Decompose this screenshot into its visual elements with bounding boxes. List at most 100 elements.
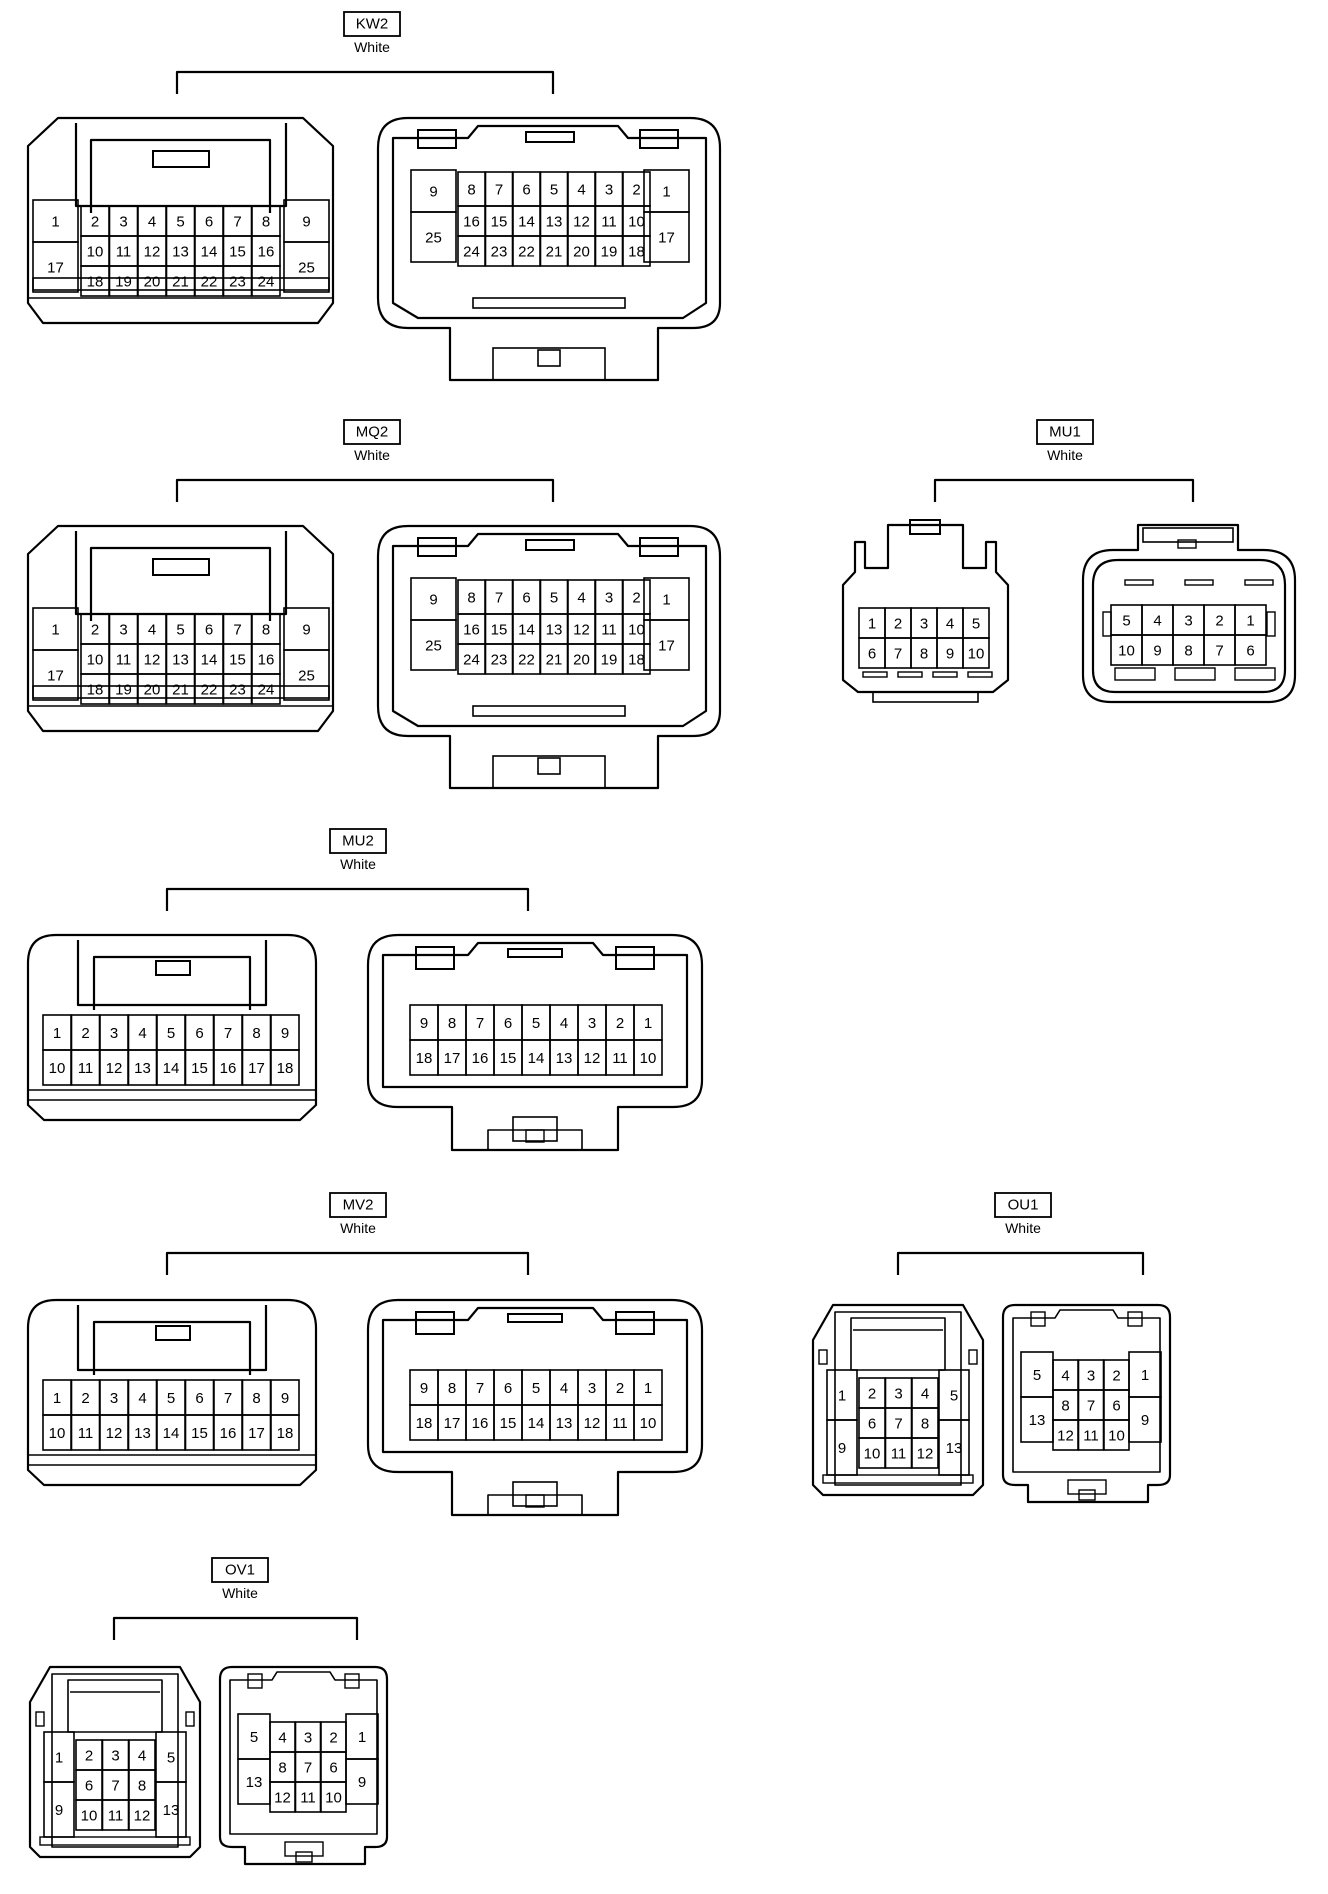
pin-number: 8 (448, 1380, 456, 1397)
connector-id-label: MU1 (1036, 419, 1094, 445)
pin-number: 4 (577, 590, 585, 607)
pin-number: 9 (358, 1774, 366, 1791)
pin-cell: 8 (457, 171, 486, 207)
pin-cell: 5 (1020, 1351, 1054, 1398)
pin-number: 8 (1184, 643, 1192, 660)
pin-cell: 23 (484, 235, 514, 267)
pin-number: 9 (420, 1015, 428, 1032)
pin-number: 5 (950, 1388, 958, 1405)
pin-number: 21 (172, 682, 189, 699)
connector-id-label: KW2 (343, 11, 401, 37)
pin-number: 4 (560, 1380, 568, 1397)
pin-number: 18 (277, 1060, 294, 1077)
pin-number: 25 (298, 260, 315, 277)
pin-number: 1 (662, 592, 670, 609)
pin-number: 6 (329, 1760, 337, 1777)
pin-number: 16 (258, 244, 275, 261)
pin-number: 8 (262, 214, 270, 231)
female-connector-view: 9251178162471523614225132141220311192101… (376, 116, 722, 382)
pin-number: 21 (546, 244, 563, 261)
female-connector-view: 9251178162471523614225132141220311192101… (376, 524, 722, 790)
pin-number: 5 (532, 1380, 540, 1397)
pin-cell: 10 (633, 1404, 663, 1441)
pin-number: 2 (1215, 613, 1223, 630)
pin-cell: 7 (294, 1751, 322, 1783)
pin-number: 12 (573, 214, 590, 231)
pin-number: 20 (144, 682, 161, 699)
pin-number: 20 (144, 274, 161, 291)
pin-cell: 15 (484, 205, 514, 237)
pin-number: 15 (491, 622, 508, 639)
pin-number: 9 (281, 1390, 289, 1407)
pin-cell: 10 (962, 637, 990, 669)
pin-number: 17 (47, 260, 64, 277)
pin-cell: 9 (1141, 634, 1174, 666)
pin-number: 6 (868, 646, 876, 663)
pin-cell: 5 (237, 1713, 271, 1760)
pin-cell: 7 (213, 1014, 243, 1051)
pin-number: 3 (605, 590, 613, 607)
pin-number: 10 (628, 214, 645, 231)
pin-number: 11 (891, 1446, 907, 1463)
pin-number: 12 (1057, 1428, 1074, 1445)
pin-cell: 4 (567, 171, 596, 207)
pin-number: 15 (500, 1050, 517, 1067)
pin-cell: 8 (251, 205, 281, 237)
pin-number: 16 (220, 1425, 237, 1442)
pin-number: 7 (1087, 1398, 1095, 1415)
pin-cell: 20 (567, 643, 596, 675)
pin-cell: 16 (465, 1039, 495, 1076)
pin-number: 10 (325, 1790, 342, 1807)
pin-cell: 12 (567, 205, 596, 237)
pin-cell: 10 (75, 1799, 103, 1831)
pin-cell: 13 (549, 1039, 579, 1076)
pin-cell: 18 (622, 643, 651, 675)
pin-cell: 6 (194, 205, 224, 237)
pin-number: 9 (429, 184, 437, 201)
pin-number: 5 (250, 1729, 258, 1746)
pin-cell: 12 (137, 235, 167, 267)
pin-cell: 16 (213, 1049, 243, 1086)
pin-cell: 9 (409, 1369, 439, 1406)
pin-number: 12 (274, 1790, 291, 1807)
pin-cell: 3 (884, 1377, 913, 1409)
pin-number: 7 (495, 182, 503, 199)
pin-number: 1 (868, 616, 876, 633)
pin-cell: 25 (283, 241, 330, 293)
connector-id: MV2 (343, 1197, 374, 1214)
pin-cell: 20 (567, 235, 596, 267)
pin-number: 18 (277, 1425, 294, 1442)
pin-cell: 15 (222, 643, 253, 675)
pin-number: 1 (55, 1750, 63, 1767)
connector-bracket (933, 478, 1195, 502)
pin-cell: 5 (165, 613, 196, 645)
pin-number: 3 (119, 622, 127, 639)
pin-cell: 14 (521, 1404, 551, 1441)
pin-number: 11 (78, 1425, 94, 1442)
pin-cell: 1 (43, 1731, 75, 1783)
pin-number: 3 (110, 1025, 118, 1042)
pin-number: 6 (195, 1025, 203, 1042)
pin-cell: 15 (493, 1039, 523, 1076)
pin-cell: 14 (156, 1414, 186, 1451)
pin-cell: 8 (457, 579, 486, 615)
pin-cell: 3 (108, 613, 139, 645)
pin-number: 2 (1112, 1368, 1120, 1385)
pin-cell: 12 (577, 1404, 607, 1441)
pin-number: 15 (191, 1425, 208, 1442)
connector-color: White (1047, 447, 1083, 463)
pin-cell: 2 (884, 607, 912, 639)
pin-cell: 1 (345, 1713, 379, 1760)
pin-number: 5 (176, 622, 184, 639)
pin-cell: 12 (99, 1414, 129, 1451)
pin-cell: 13 (165, 235, 196, 267)
pin-cell: 23 (484, 643, 514, 675)
pin-cell: 16 (251, 643, 281, 675)
pin-cell: 8 (1172, 634, 1205, 666)
pin-cell: 20 (137, 265, 167, 297)
pin-cell: 14 (512, 613, 541, 645)
pin-cell: 5 (1110, 604, 1143, 636)
pin-cell: 21 (165, 265, 196, 297)
pin-cell: 9 (826, 1419, 858, 1476)
